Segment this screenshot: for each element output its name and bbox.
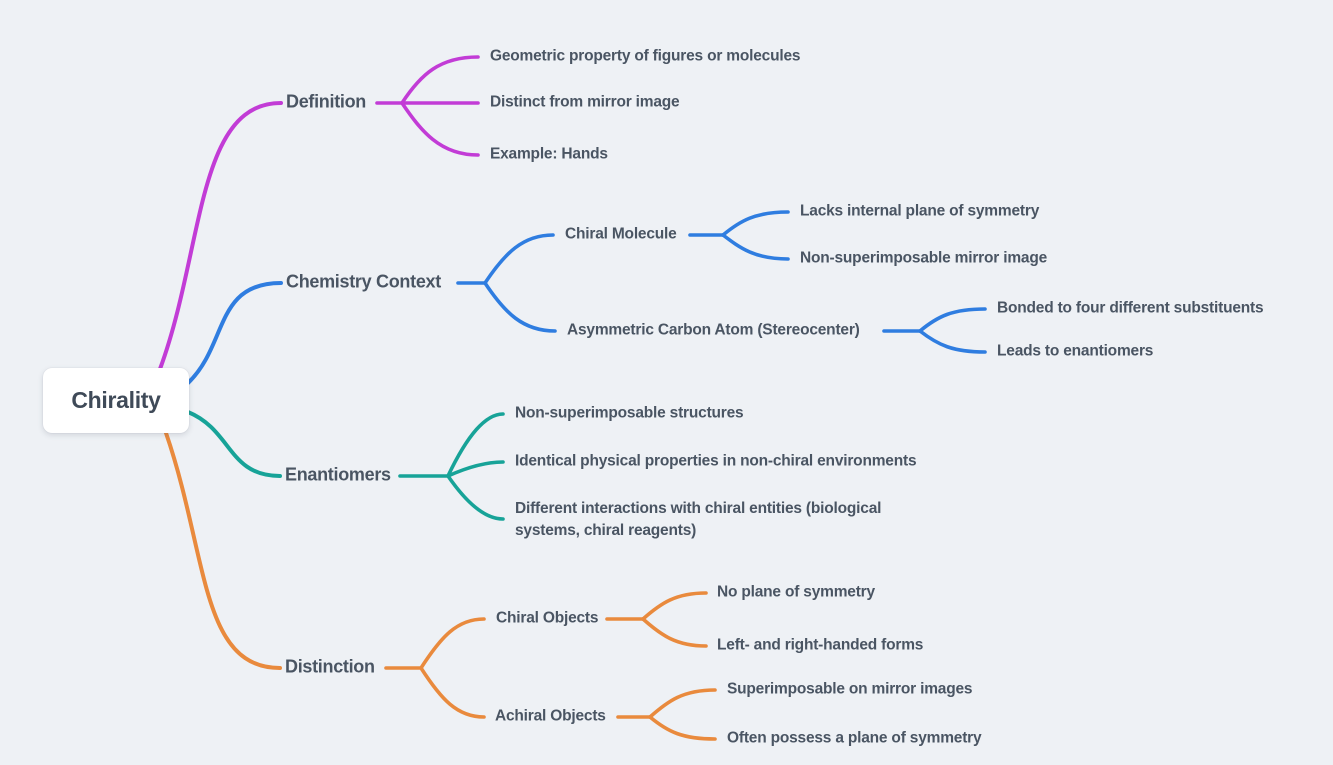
node-geometric-property[interactable]: Geometric property of figures or molecul… xyxy=(490,47,801,65)
node-distinction[interactable]: Distinction xyxy=(285,656,375,677)
edge-group-enantiomers xyxy=(186,410,505,521)
node-chemistry-context[interactable]: Chemistry Context xyxy=(286,271,441,292)
node-bonded-to-four-substituents[interactable]: Bonded to four different substituents xyxy=(997,299,1264,317)
node-example-hands[interactable]: Example: Hands xyxy=(490,145,608,163)
edge-chiral-objects-child1 xyxy=(641,591,708,621)
edge-chiral-objects-child2 xyxy=(641,617,708,648)
node-root-chirality[interactable]: Chirality xyxy=(43,368,189,433)
node-chiral-objects[interactable]: Chiral Objects xyxy=(496,609,599,627)
node-often-possess-plane-of-symmetry[interactable]: Often possess a plane of symmetry xyxy=(727,729,982,747)
node-distinct-from-mirror-image[interactable]: Distinct from mirror image xyxy=(490,93,680,111)
edge-group-definition xyxy=(158,55,480,371)
edge-chemistry-chiral-molecule xyxy=(483,233,555,285)
edge-distinction-chiral-objects xyxy=(419,617,486,670)
node-superimposable-on-mirror-images[interactable]: Superimposable on mirror images xyxy=(727,680,973,698)
node-non-superimposable-structures[interactable]: Non-superimposable structures xyxy=(515,404,744,422)
node-leads-to-enantiomers[interactable]: Leads to enantiomers xyxy=(997,342,1154,360)
edge-achiral-objects-child2 xyxy=(648,715,717,741)
edge-asymmetric-child2 xyxy=(918,329,987,354)
node-asymmetric-carbon-atom[interactable]: Asymmetric Carbon Atom (Stereocenter) xyxy=(567,321,860,339)
edge-enantiomers-child2 xyxy=(446,460,505,478)
edge-root-distinction xyxy=(164,431,282,670)
edge-root-enantiomers xyxy=(186,410,282,478)
edge-enantiomers-child1 xyxy=(446,412,505,478)
node-non-superimposable-mirror-image[interactable]: Non-superimposable mirror image xyxy=(800,249,1048,267)
edge-enantiomers-child3 xyxy=(446,474,505,521)
edge-chiral-molecule-child2 xyxy=(721,233,790,261)
edge-group-chemistry xyxy=(186,210,987,385)
edge-root-definition xyxy=(158,101,283,371)
edge-achiral-objects-child1 xyxy=(648,688,717,719)
edge-distinction-achiral-objects xyxy=(419,666,486,719)
node-lacks-internal-plane[interactable]: Lacks internal plane of symmetry xyxy=(800,202,1040,220)
node-identical-physical-properties[interactable]: Identical physical properties in non-chi… xyxy=(515,452,917,470)
node-chiral-molecule[interactable]: Chiral Molecule xyxy=(565,225,677,243)
edge-definition-child3 xyxy=(400,101,480,157)
node-enantiomers[interactable]: Enantiomers xyxy=(285,464,391,485)
node-definition[interactable]: Definition xyxy=(286,91,366,112)
node-no-plane-of-symmetry[interactable]: No plane of symmetry xyxy=(717,583,875,601)
edge-definition-child1 xyxy=(400,55,480,105)
node-achiral-objects[interactable]: Achiral Objects xyxy=(495,707,606,725)
node-different-interactions[interactable]: Different interactions with chiral entit… xyxy=(515,500,882,540)
edge-chiral-molecule-child1 xyxy=(721,210,790,237)
edge-asymmetric-child1 xyxy=(918,307,987,333)
edge-root-chemistry xyxy=(186,281,283,385)
edge-chemistry-asymmetric xyxy=(483,281,557,333)
node-left-right-handed-forms[interactable]: Left- and right-handed forms xyxy=(717,636,924,654)
edge-group-distinction xyxy=(164,431,717,741)
